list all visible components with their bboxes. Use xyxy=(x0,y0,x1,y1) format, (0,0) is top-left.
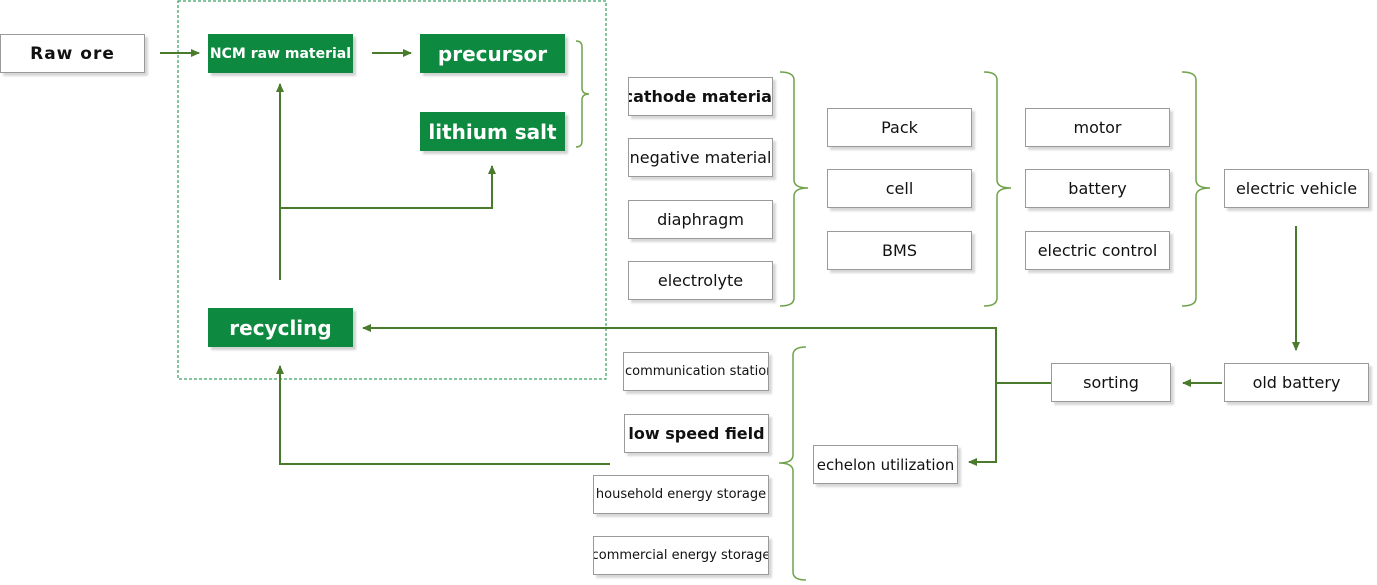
lithium-salt-node: lithium salt xyxy=(420,112,565,151)
motor-node: motor xyxy=(1025,108,1170,147)
arrow-recycling-to-lithium-salt xyxy=(280,165,496,209)
brace-precursor-lithium xyxy=(575,40,590,148)
commercial-energy-storage-node: commercial energy storage xyxy=(593,536,769,575)
precursor-node: precursor xyxy=(420,34,565,73)
cell-node: cell xyxy=(827,169,972,208)
electrolyte-node: electrolyte xyxy=(628,261,773,300)
brace-battery-components xyxy=(983,71,1012,307)
old-battery-node: old battery xyxy=(1224,363,1369,402)
brace-vehicle-components xyxy=(1181,71,1211,307)
household-energy-storage-node: household energy storage xyxy=(593,475,769,514)
diaphragm-node: diaphragm xyxy=(628,200,773,239)
electric-vehicle-node: electric vehicle xyxy=(1224,169,1369,208)
communication-station-node: communication statior xyxy=(623,352,769,391)
recycling-node: recycling xyxy=(208,308,353,347)
cathode-material-node: cathode material xyxy=(628,77,773,116)
sorting-node: sorting xyxy=(1051,363,1171,402)
ncm-raw-material-node: NCM raw material xyxy=(208,34,353,73)
raw-ore-node: Raw ore xyxy=(0,34,145,73)
arrow-sorting-to-echelon xyxy=(968,383,997,466)
bms-node: BMS xyxy=(827,231,972,270)
brace-echelon-applications xyxy=(778,346,807,581)
low-speed-field-node: low speed field xyxy=(624,414,769,453)
electric-control-node: electric control xyxy=(1025,231,1170,270)
arrow-echelon-to-recycling xyxy=(276,365,610,465)
battery-node: battery xyxy=(1025,169,1170,208)
echelon-utilization-node: echelon utilization xyxy=(813,445,958,484)
negative-material-node: negative material xyxy=(628,138,773,177)
pack-node: Pack xyxy=(827,108,972,147)
brace-battery-materials xyxy=(779,71,809,307)
